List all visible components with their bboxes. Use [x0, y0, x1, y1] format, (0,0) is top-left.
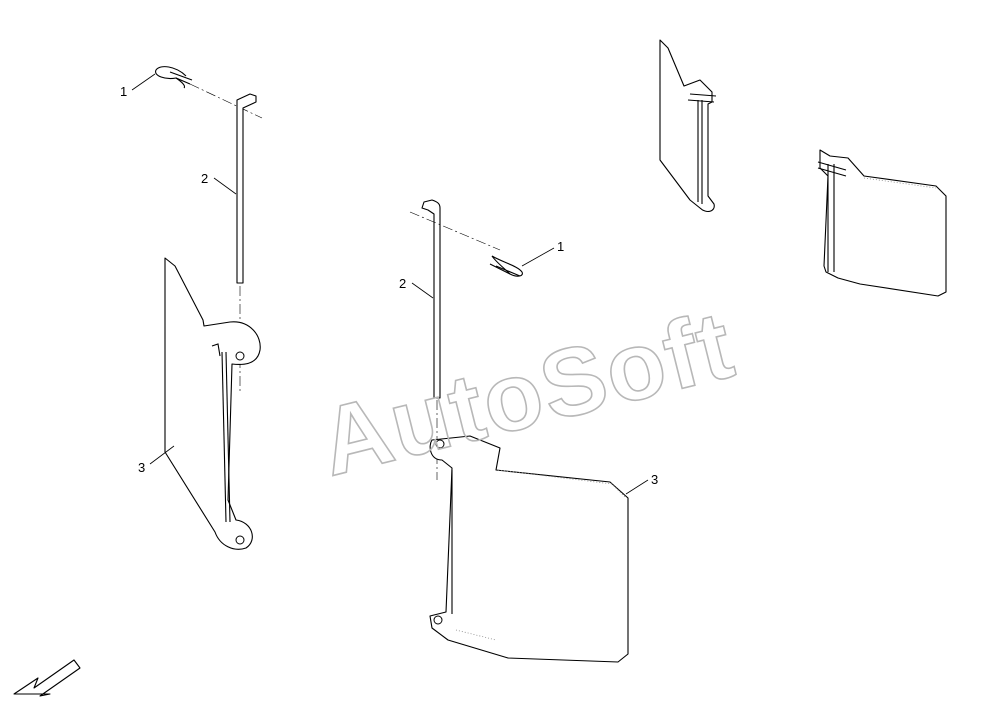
- leader-left-1: [131, 73, 156, 91]
- left-panel: [164, 257, 261, 550]
- left-assembly: [155, 66, 263, 550]
- assembled-view-left-panel: [659, 39, 717, 213]
- callout-left-rod: 2: [201, 171, 208, 186]
- leader-left-2: [213, 177, 237, 195]
- leader-center-2: [411, 282, 434, 299]
- callout-left-clip: 1: [120, 84, 127, 99]
- callout-center-panel: 3: [651, 472, 658, 487]
- center-assembly: [409, 199, 629, 663]
- center-hinge-rod: [421, 199, 441, 399]
- callout-center-clip: 1: [557, 239, 564, 254]
- left-upper-axis: [189, 83, 263, 119]
- center-upper-axis: [409, 211, 501, 251]
- assembled-view-right-panel: [817, 149, 947, 297]
- front-direction-arrow-icon: [13, 659, 81, 697]
- leader-left-3: [149, 445, 175, 465]
- leader-center-1: [521, 247, 555, 267]
- left-hinge-rod: [236, 93, 257, 284]
- callout-left-panel: 3: [138, 460, 145, 475]
- watermark: AutoSoft: [310, 291, 745, 497]
- leader-center-3: [625, 479, 649, 495]
- left-hairpin-clip: [155, 66, 193, 89]
- center-panel: [429, 435, 629, 663]
- callout-center-rod: 2: [399, 276, 406, 291]
- center-hairpin-clip: [489, 255, 523, 277]
